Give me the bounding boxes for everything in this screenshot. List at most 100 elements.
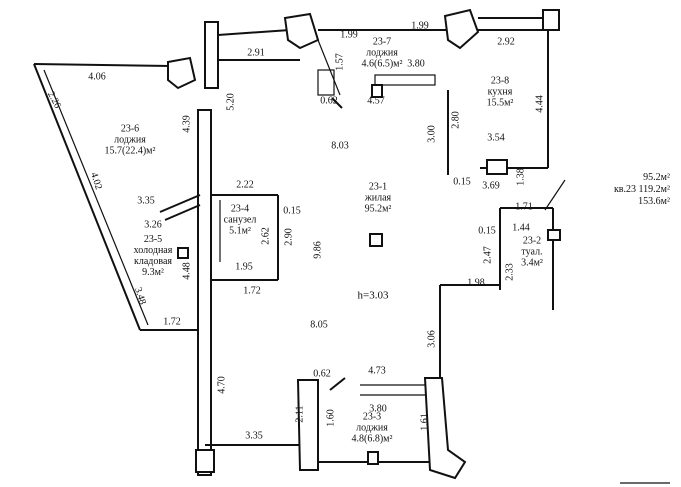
dim-label: 0.62 (313, 368, 331, 380)
dim-label: 2.47 (482, 246, 494, 264)
room-23-5-area: 9.3м² (142, 267, 164, 278)
column-bottom-mid (296, 379, 319, 471)
room-23-3-label: 23-3 лоджия 4.8(6.8)м² (352, 412, 393, 445)
column-bottom-left (195, 449, 215, 473)
room-23-5-name1: холодная (133, 245, 173, 256)
dim-label: 4.44 (534, 95, 546, 113)
dim-label: 9.86 (312, 241, 324, 259)
dim-label: 2.90 (283, 228, 295, 246)
dim-label: 1.38 (515, 168, 527, 186)
central-column (369, 233, 383, 247)
dim-label: 1.44 (512, 222, 530, 234)
room-23-6-area: 15.7(22.4)м² (104, 145, 156, 157)
loggia-7-left (317, 39, 341, 96)
dim-label: 3.80 (407, 58, 425, 70)
room-23-4-label: 23-4 санузел 5.1м² (224, 204, 257, 237)
top-wall-upper-line (217, 29, 291, 36)
room-23-7-label: 23-7 лоджия 4.6(6.5)м² (362, 37, 403, 70)
dim-label: 3.26 (144, 219, 162, 231)
dim-label: 3.80 (369, 403, 387, 415)
room-23-4-id: 23-4 (230, 203, 250, 215)
room-23-6-id: 23-6 (120, 123, 140, 135)
room-23-1-area: 95.2м² (364, 203, 392, 215)
loggia-6-inner (43, 69, 149, 326)
dim-label: 1.61 (419, 413, 431, 431)
loggia-3-door-leaf (329, 377, 346, 391)
column-top-left (283, 12, 320, 50)
room-23-6-label: 23-6 лоджия 15.7(22.4)м² (105, 124, 156, 157)
dim-label: 2.33 (504, 263, 516, 281)
dim-label: 2.92 (497, 36, 515, 48)
dim-label: 1.99 (411, 20, 429, 32)
room-23-5-name2: кладовая (133, 256, 173, 267)
storage-partition-a (159, 194, 201, 213)
column-loggia-6 (167, 56, 197, 90)
room-23-7-area: 4.6(6.5)м² (361, 58, 403, 70)
room-23-3-id: 23-3 (362, 411, 382, 423)
room-23-1-label: 23-1 жилая 95.2м² (365, 182, 392, 215)
room-23-4-area: 5.1м² (229, 225, 251, 237)
kitchen-column (486, 159, 508, 175)
dim-label: 2.22 (236, 179, 254, 191)
dim-label: 3.00 (426, 125, 438, 143)
room-23-8-name: кухня (487, 86, 513, 98)
loggia-7-balcony-door (317, 69, 335, 96)
dim-label: 0.15 (453, 176, 471, 188)
room-23-1-name: жилая (364, 192, 392, 204)
storage-door-stub (177, 247, 189, 259)
room-23-8-area: 15.5м² (486, 97, 514, 109)
dim-label: 0.15 (478, 225, 496, 237)
dim-label: 4.48 (181, 262, 193, 280)
dim-label: 1.98 (467, 277, 485, 289)
room-23-5-id: 23-5 (143, 234, 163, 245)
dim-label: 1.57 (334, 53, 346, 71)
totals-total: 119.2м² (638, 184, 670, 195)
room-23-3-name: лоджия (356, 422, 388, 434)
column-7-left (371, 84, 383, 98)
room-23-7-id: 23-7 (372, 36, 392, 48)
dim-label: 3.54 (487, 132, 505, 144)
room-23-6-name: лоджия (114, 134, 146, 146)
dim-label: 4.73 (368, 365, 386, 377)
dim-label: 0.15 (283, 205, 301, 217)
left-exterior-wall (197, 109, 212, 476)
dim-label: 1.95 (235, 261, 253, 273)
totals-living: 95.2м² (643, 172, 670, 183)
column-loggia-3 (367, 451, 379, 465)
totals-flat-label: кв.23 (613, 184, 637, 195)
room-23-2-area: 3.4м² (521, 257, 543, 269)
dim-label: 3.69 (482, 180, 500, 192)
toilet-entry-diag (544, 179, 566, 211)
dim-label: 8.05 (310, 319, 328, 331)
loggia-7-window (374, 74, 436, 86)
room-23-7-name: лоджия (366, 47, 398, 59)
loggia-6-top (33, 63, 171, 67)
storage-partition-b (164, 204, 201, 221)
loggia-7-door-leaf (331, 97, 343, 109)
room-23-5-label: 23-5 холодная кладовая 9.3м² (134, 234, 173, 278)
room-23-8-label: 23-8 кухня 15.5м² (487, 76, 514, 109)
dim-label: 3.06 (426, 330, 438, 348)
dim-label: 4.39 (181, 115, 193, 133)
apartment-totals: 95.2м² кв.23 119.2м² 153.6м² (590, 172, 670, 208)
room-23-4-name: санузел (223, 214, 257, 226)
dim-label: 2.11 (294, 405, 306, 423)
dim-label: 0.62 (320, 95, 338, 107)
dim-label: 1.72 (163, 316, 181, 328)
dim-label: 2.80 (450, 111, 462, 129)
column-top-right (443, 8, 480, 50)
dim-label: 2.62 (260, 227, 272, 245)
dim-label: 3.35 (245, 430, 263, 442)
totals-with-loggias: 153.6м² (638, 196, 670, 207)
room-23-2-label: 23-2 туал. 3.4м² (521, 236, 543, 269)
top-wall-left (204, 21, 219, 89)
dim-label: 1.72 (243, 285, 261, 297)
dim-label: 4.57 (367, 95, 385, 107)
room-23-3-area: 4.8(6.8)м² (351, 433, 393, 445)
dim-label: 8.03 (331, 140, 349, 152)
room-23-2-name: туал. (521, 246, 543, 258)
room-23-2-id: 23-2 (522, 235, 542, 247)
room-23-1-id: 23-1 (368, 181, 388, 193)
column-bottom-right (423, 377, 467, 480)
